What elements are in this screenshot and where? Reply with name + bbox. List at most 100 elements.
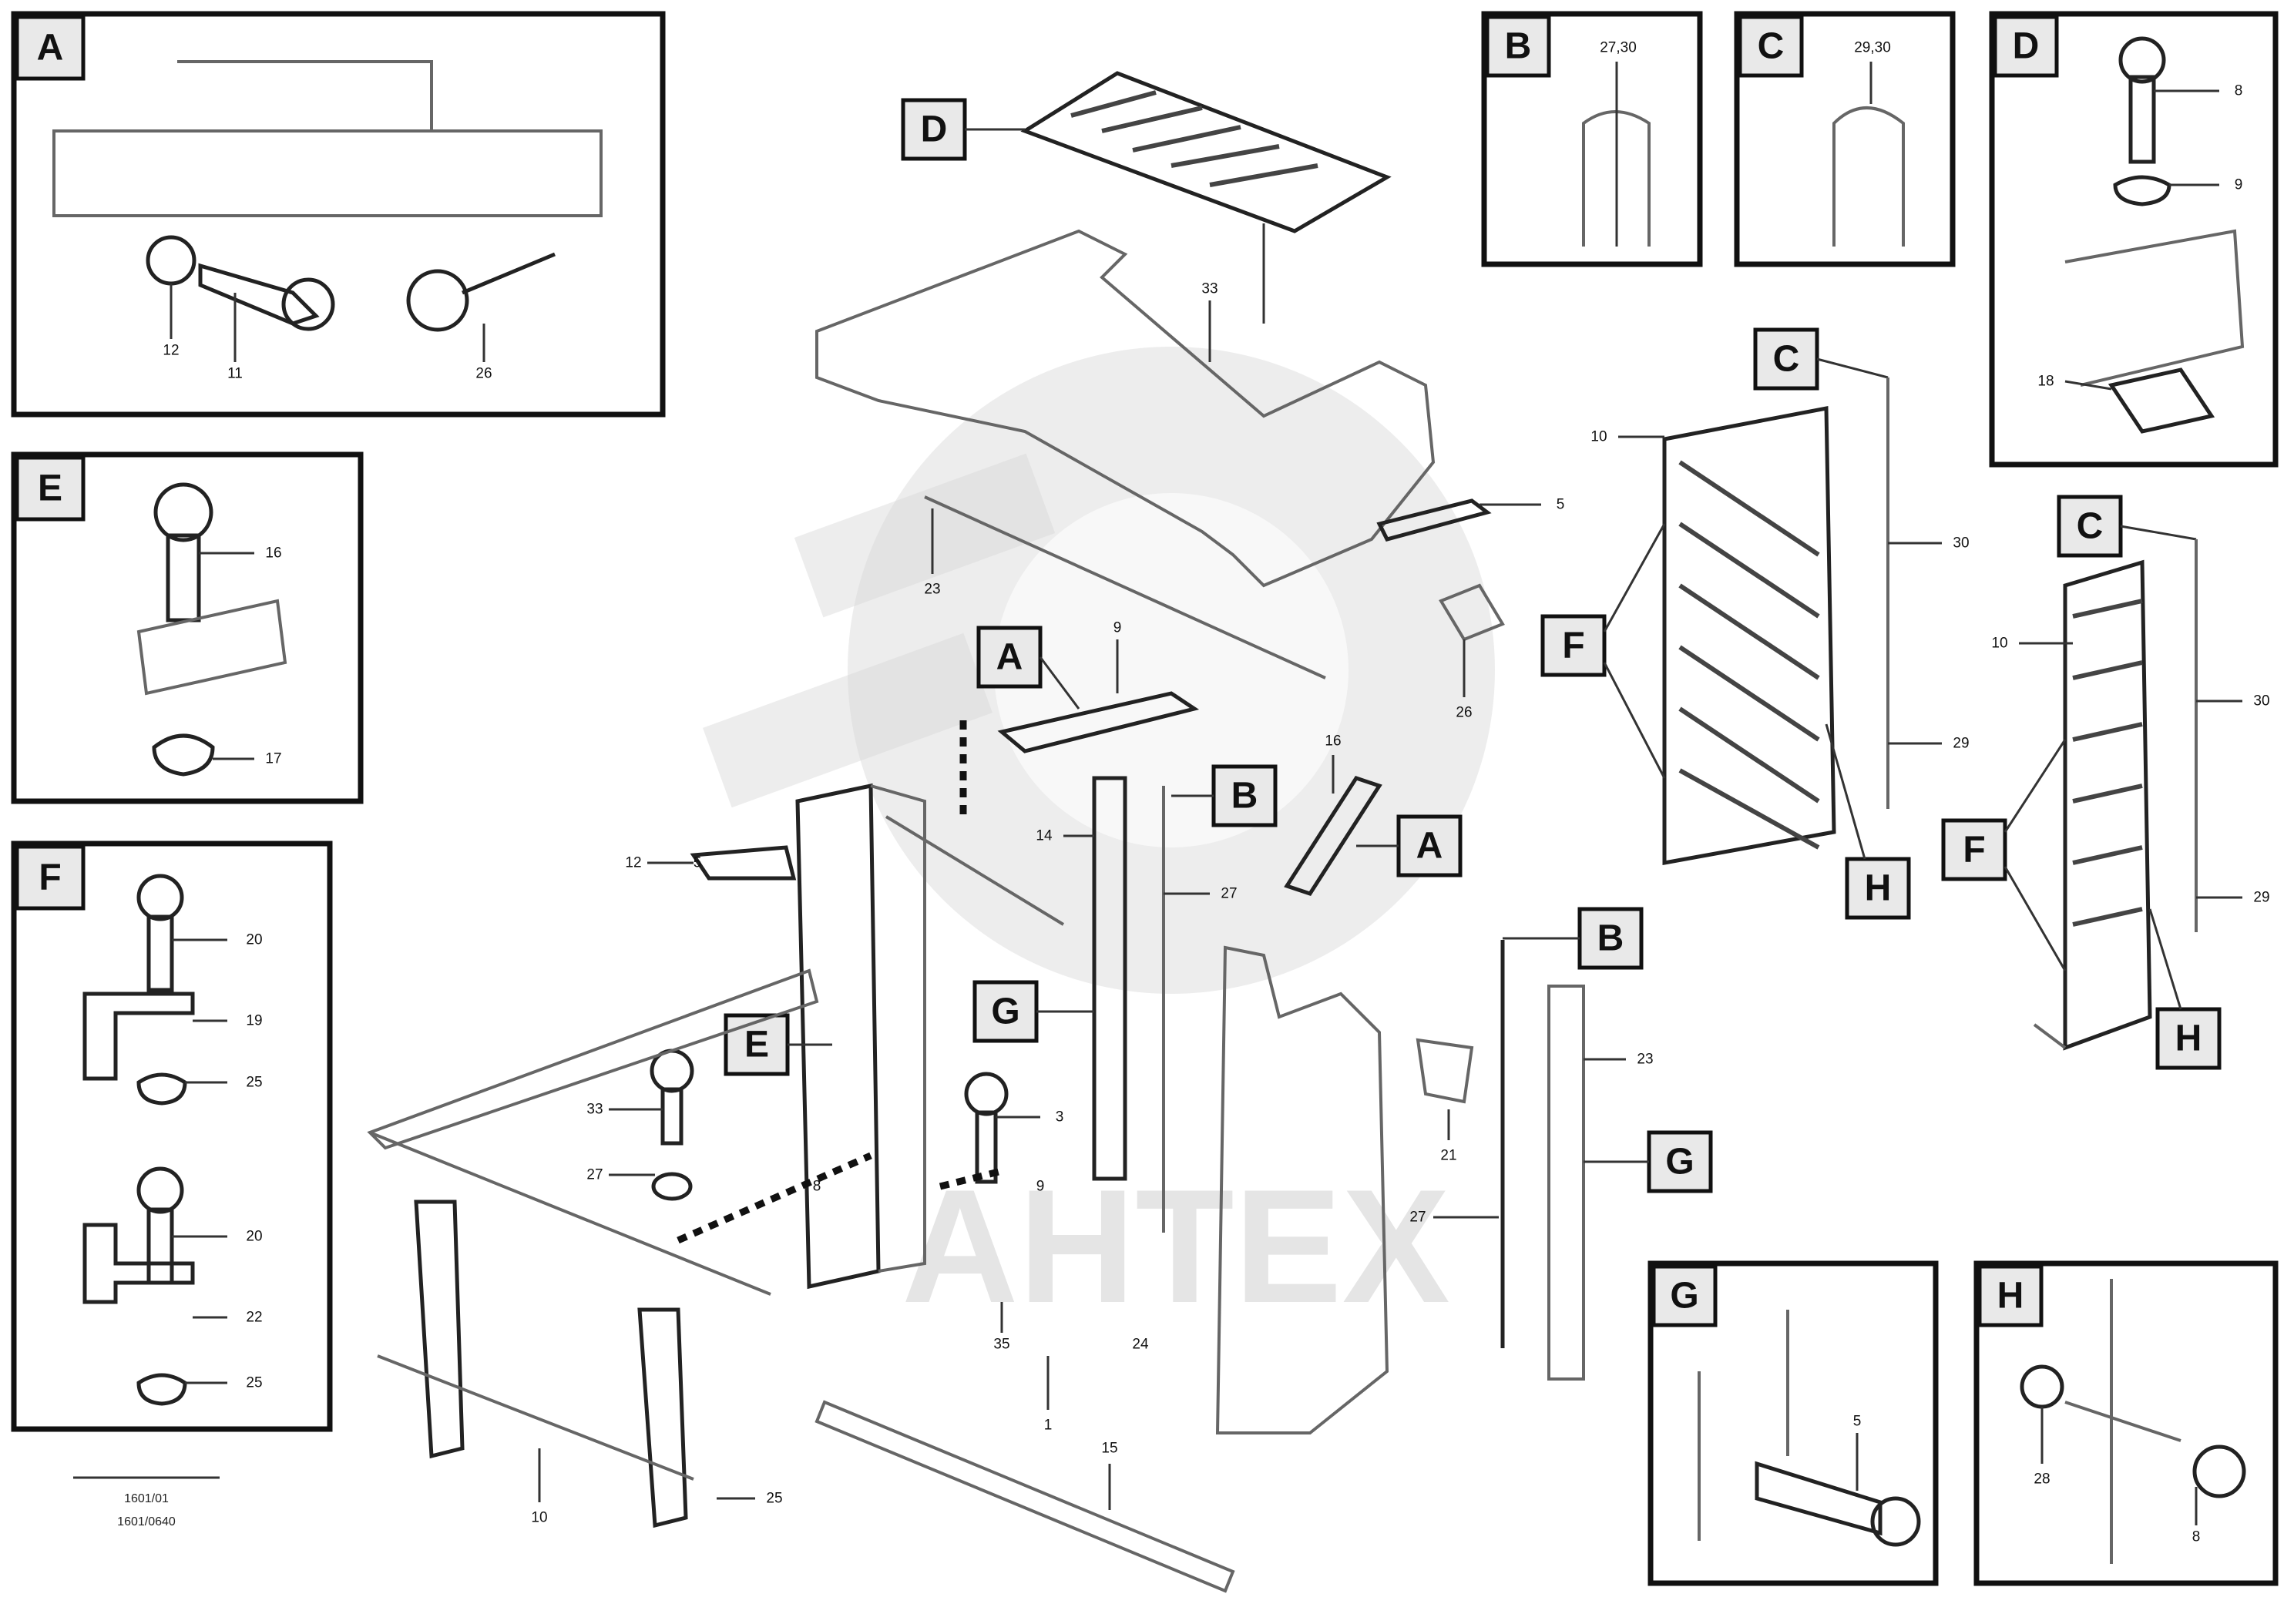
callout-15: 15 xyxy=(1101,1441,1117,1457)
inset-c-label: C xyxy=(1758,26,1785,67)
callout-20b: 20 xyxy=(246,1229,262,1245)
callout-badge-e-main-label: E xyxy=(744,1025,769,1065)
callout-badge-b-right-label: B xyxy=(1597,918,1624,959)
inset-b-label: B xyxy=(1505,26,1532,67)
inset-h: H 28 8 xyxy=(1973,1260,2279,1586)
inset-e: E 16 17 xyxy=(11,451,364,804)
callout-badge-b-right xyxy=(1577,907,1644,970)
side-strip xyxy=(1092,776,1127,1181)
callout-badge-h-lower xyxy=(2155,1007,2222,1070)
callout-badge-h-lower-label: H xyxy=(2175,1018,2202,1059)
callout-23: 23 xyxy=(924,582,940,598)
callout-8-main: 8 xyxy=(813,1179,821,1195)
top-grille xyxy=(1020,71,1392,233)
callout-badge-f-lower xyxy=(1941,818,2007,881)
callout-11: 11 xyxy=(227,366,243,382)
inset-f-label: F xyxy=(39,857,61,898)
callout-badge-f-upper xyxy=(1540,614,1607,677)
inset-h-label: H xyxy=(1997,1276,2024,1317)
callout-badge-g-right xyxy=(1647,1130,1713,1193)
callout-29-upper: 29 xyxy=(1953,736,1969,752)
hood-bolt xyxy=(1376,498,1492,542)
callout-14: 14 xyxy=(1036,828,1053,844)
upper-link xyxy=(997,691,1200,753)
cooler-panel-lower xyxy=(2033,559,2152,1051)
callout-badge-b-main-label: B xyxy=(1231,776,1258,817)
callout-23-right: 23 xyxy=(1637,1052,1653,1068)
callout-badge-a-upper-label: A xyxy=(996,637,1023,678)
watermark-text: AHTEX xyxy=(902,1156,1450,1337)
inset-d: D 8 9 18 xyxy=(1989,11,2279,468)
callout-16: 16 xyxy=(265,545,281,562)
inset-g: G 5 xyxy=(1647,1260,1939,1586)
callout-29-lower: 29 xyxy=(2253,890,2269,906)
inset-c-note: 29,30 xyxy=(1854,40,1891,56)
callout-badge-g-right-label: G xyxy=(1665,1142,1694,1183)
callout-27-left: 27 xyxy=(586,1167,603,1183)
hood-cover xyxy=(815,223,1436,679)
footer-ref-2: 1601/0640 xyxy=(117,1515,176,1528)
lower-link xyxy=(1284,776,1382,896)
inset-b-note: 27,30 xyxy=(1600,40,1637,56)
callout-22: 22 xyxy=(246,1310,262,1326)
callout-25: 25 xyxy=(246,1075,262,1091)
callout-5-hood: 5 xyxy=(1557,497,1565,513)
callout-badge-c-upper-label: C xyxy=(1773,339,1800,380)
inset-a: A 12 11 26 xyxy=(11,11,666,418)
callout-25b: 25 xyxy=(246,1375,262,1391)
radiator-core xyxy=(795,783,1065,1290)
callout-12: 12 xyxy=(163,343,179,359)
callout-badge-f-lower-label: F xyxy=(1963,830,1985,871)
callout-17: 17 xyxy=(265,751,281,767)
callout-badge-g-main-label: G xyxy=(991,992,1019,1032)
bolt-left-shank xyxy=(660,1087,683,1146)
callout-24: 24 xyxy=(1132,1337,1149,1353)
callout-8: 8 xyxy=(2235,83,2243,99)
callout-30-lower: 30 xyxy=(2253,693,2269,710)
callout-21: 21 xyxy=(1440,1148,1456,1164)
inset-g-label: G xyxy=(1670,1276,1698,1317)
callout-18: 18 xyxy=(2037,374,2054,390)
callout-27: 27 xyxy=(1221,886,1237,902)
callout-20: 20 xyxy=(246,932,262,948)
callout-badge-c-lower-label: C xyxy=(2077,506,2104,547)
callout-badge-d-top xyxy=(901,98,967,161)
callout-badge-h-upper xyxy=(1845,857,1911,920)
inset-e-label: E xyxy=(38,468,62,509)
callout-badge-a-upper xyxy=(976,626,1043,689)
inset-f: F 20 19 25 20 22 25 xyxy=(11,841,333,1432)
hood-bracket xyxy=(1439,583,1505,642)
inset-a-label: A xyxy=(37,28,64,69)
base-frame xyxy=(367,968,819,1528)
callout-1: 1 xyxy=(1044,1418,1053,1434)
washer-left xyxy=(651,1172,693,1201)
callout-badge-f-upper-label: F xyxy=(1562,626,1584,666)
watermark-gear-logo xyxy=(703,347,1495,994)
bolt-14-shank xyxy=(975,1110,998,1184)
callout-12-side: 12 xyxy=(625,855,641,871)
inset-d-label: D xyxy=(2013,26,2040,67)
callout-badge-a-lower-label: A xyxy=(1416,826,1443,867)
seal-profile xyxy=(1547,985,1585,1381)
callout-10-upper: 10 xyxy=(1590,429,1607,445)
fan-shroud xyxy=(1215,945,1474,1434)
callout-26-hood: 26 xyxy=(1456,705,1472,721)
callout-badge-e-main xyxy=(724,1013,790,1076)
callout-5: 5 xyxy=(1853,1414,1862,1430)
callout-35: 35 xyxy=(993,1337,1009,1353)
callout-27-right: 27 xyxy=(1409,1210,1426,1226)
callout-3: 3 xyxy=(1056,1109,1064,1126)
bolt-14-head xyxy=(964,1072,1009,1116)
callout-16-link: 16 xyxy=(1325,733,1341,750)
bottom-bar xyxy=(814,1400,1235,1593)
side-bolt xyxy=(690,845,797,881)
callout-10: 10 xyxy=(531,1510,547,1526)
callout-9-main: 9 xyxy=(1036,1179,1045,1195)
callout-9-upper: 9 xyxy=(1113,620,1122,636)
callout-30-upper: 30 xyxy=(1953,535,1969,552)
inset-b: B 27,30 xyxy=(1481,11,1703,267)
footer-ref-1: 1601/01 xyxy=(124,1492,169,1505)
callout-33-left: 33 xyxy=(586,1102,603,1118)
callout-badge-g-main xyxy=(972,980,1039,1043)
